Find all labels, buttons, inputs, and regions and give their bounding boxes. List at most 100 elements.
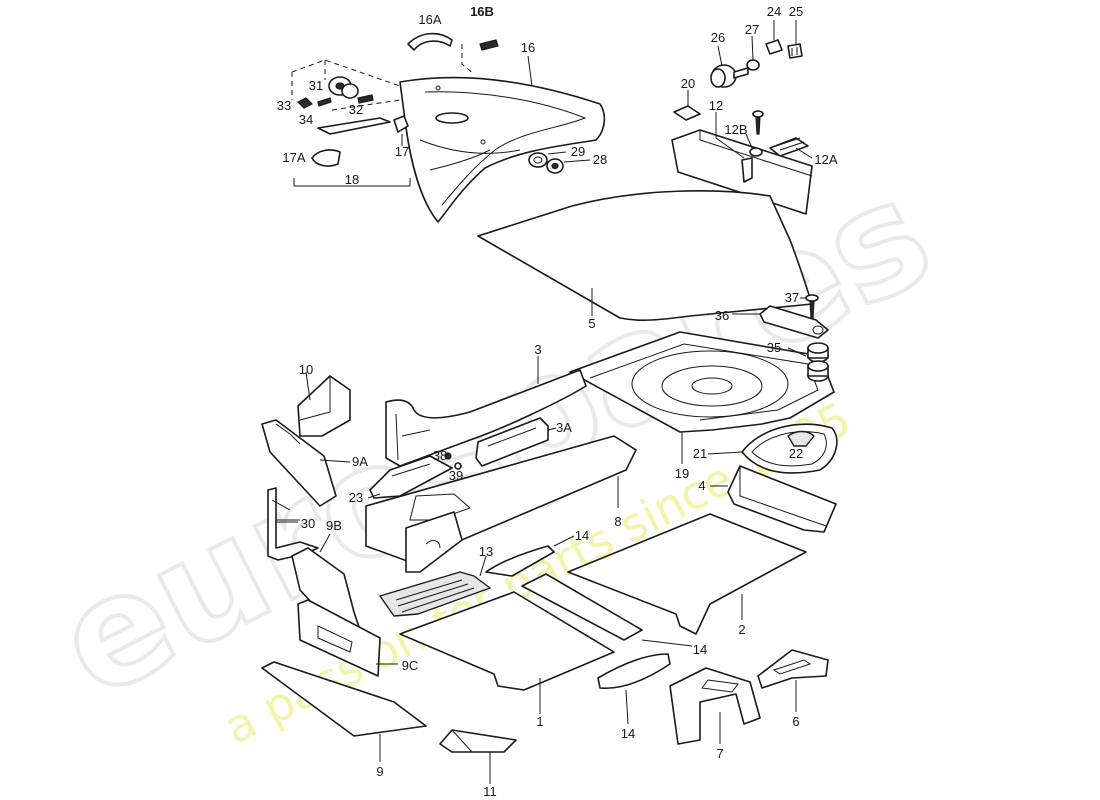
callout-16: 16 — [521, 40, 535, 55]
side-panel-contour — [424, 91, 587, 206]
bumper-35a-top — [807, 342, 829, 354]
panel-9C-rect — [317, 625, 353, 653]
side-trim-panel-group — [291, 32, 606, 223]
bracket-7 — [669, 667, 761, 745]
block-25-detail — [791, 47, 798, 56]
callout-20: 20 — [681, 76, 695, 91]
rear-panel-12 — [671, 129, 813, 215]
callout-24: 24 — [767, 4, 781, 19]
trim-23-slot — [391, 463, 431, 477]
callout-31: 31 — [309, 78, 323, 93]
side-panel-3 — [385, 369, 587, 467]
callout-2: 2 — [738, 622, 745, 637]
callout-30: 30 — [301, 516, 315, 531]
cap-20 — [673, 105, 701, 121]
fastener-38 — [444, 452, 452, 460]
callout-11: 11 — [483, 784, 497, 799]
callout-32: 32 — [349, 102, 363, 117]
callout-5: 5 — [588, 316, 595, 331]
bracket-18-span — [293, 178, 411, 187]
dash-fastener-box — [291, 59, 401, 100]
callout-27: 27 — [745, 22, 759, 37]
callout-39: 39 — [449, 468, 463, 483]
center-trim-group — [365, 369, 637, 573]
callout-10: 10 — [299, 362, 313, 377]
stem-26 — [733, 67, 749, 79]
frame-30-detail — [271, 499, 300, 521]
callout-8: 8 — [614, 514, 621, 529]
rear-panel-12-edge — [699, 130, 813, 177]
panel-hole-2 — [435, 85, 441, 91]
panel-9A — [261, 419, 337, 507]
callout-16A: 16A — [418, 12, 441, 27]
callout-25: 25 — [789, 4, 803, 19]
grommet-29-hole — [533, 156, 543, 164]
callout-37: 37 — [785, 290, 799, 305]
screw-12B — [755, 115, 761, 135]
leader-28 — [563, 159, 591, 163]
leader-12B — [745, 133, 753, 149]
side-piece-8b — [405, 511, 463, 573]
mat-9 — [261, 661, 427, 737]
spare-wheel-tray-19 — [569, 331, 835, 433]
callout-21: 21 — [693, 446, 707, 461]
nut-33 — [296, 97, 314, 109]
callout-3: 3 — [534, 342, 541, 357]
callout-9A: 9A — [352, 454, 368, 469]
leader-35 — [787, 347, 807, 357]
floor-mat-2 — [567, 513, 807, 635]
grab-handle-16A — [407, 32, 453, 51]
insert-22 — [787, 430, 815, 447]
panel-hole — [480, 139, 486, 145]
side-panel-3-detail — [395, 413, 431, 461]
cover-12A-ribs — [775, 137, 805, 151]
bracket-6-slot — [772, 659, 812, 675]
callout-28: 28 — [593, 152, 607, 167]
leader-14b — [641, 639, 693, 647]
strip-14c — [597, 653, 671, 690]
callout-38: 38 — [433, 448, 447, 463]
leader-10 — [305, 371, 311, 401]
strip-14b — [521, 573, 643, 641]
tray-wheel-center — [691, 377, 733, 395]
leader-9A — [319, 459, 351, 463]
callout-23: 23 — [349, 490, 363, 505]
callout-22: 22 — [789, 446, 803, 461]
frame-30 — [267, 487, 319, 561]
leader-27 — [751, 35, 754, 61]
callout-12A: 12A — [814, 152, 837, 167]
plate-11 — [439, 729, 517, 753]
tray-wheel-well — [631, 350, 789, 418]
callout-33: 33 — [277, 98, 291, 113]
bracket-trim-18 — [317, 117, 391, 135]
leader-12 — [715, 112, 745, 159]
bracket-7-slot — [701, 679, 739, 693]
grommet-29 — [528, 152, 548, 168]
screw-16B — [479, 39, 499, 51]
leader-lines — [276, 20, 813, 784]
strip-14a — [485, 545, 555, 577]
callout-26: 26 — [711, 30, 725, 45]
screw-37-head — [805, 294, 819, 302]
clip-17 — [393, 115, 409, 133]
callout-labels: 16A 16B 16 26 27 24 25 20 12 12B 12A 31 … — [277, 4, 838, 799]
side-panel-contour-2 — [419, 139, 521, 171]
plate-11-fold — [451, 729, 473, 753]
bracket-10-fold — [299, 376, 331, 421]
tray-wheel-ring — [661, 365, 763, 407]
plate-13-grille — [395, 579, 475, 613]
callout-12: 12 — [709, 98, 723, 113]
trim-piece-23 — [369, 455, 453, 499]
pocket-3A-slot — [487, 427, 537, 447]
callout-14-upper: 14 — [575, 528, 589, 543]
leader-29 — [547, 151, 567, 155]
panel-9B — [291, 547, 363, 641]
callout-9C: 9C — [402, 658, 419, 673]
rear-panel-group — [671, 39, 813, 215]
side-piece-8b-cut — [425, 540, 441, 549]
rear-panel-notch — [741, 157, 753, 183]
block-25 — [787, 43, 803, 59]
callout-34: 34 — [299, 112, 313, 127]
strip-36-hole — [812, 325, 824, 335]
